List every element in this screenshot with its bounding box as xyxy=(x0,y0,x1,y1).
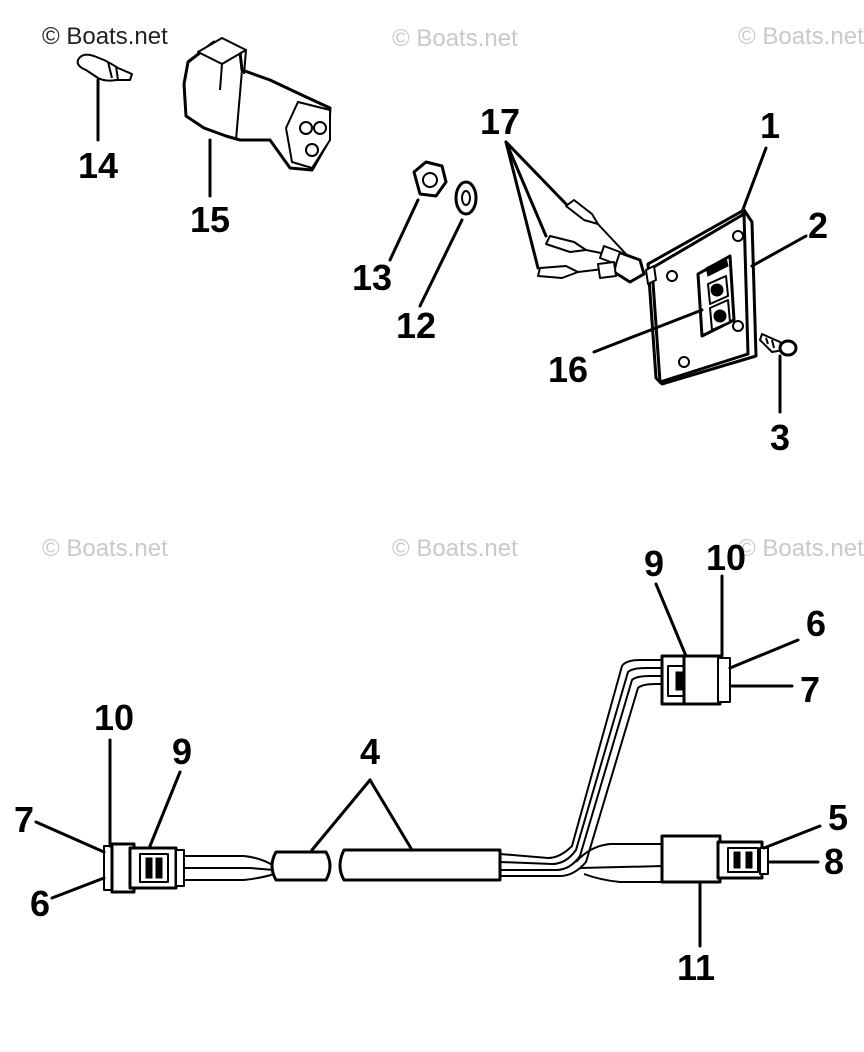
callout-10: 10 xyxy=(94,697,134,738)
callout-15: 15 xyxy=(190,199,230,240)
callout-9: 9 xyxy=(644,543,664,584)
leader-17 xyxy=(504,140,568,206)
part-12-washer xyxy=(454,180,478,216)
leader-9 xyxy=(148,770,182,848)
part-15-connector xyxy=(182,37,332,172)
callout-14: 14 xyxy=(78,145,118,186)
leader-4 xyxy=(368,778,414,852)
callout-7: 7 xyxy=(800,669,820,710)
harness-wires-left xyxy=(184,855,275,881)
part-16-switch xyxy=(696,254,736,338)
watermark: © Boats.net xyxy=(392,25,518,52)
callout-12: 12 xyxy=(396,305,436,346)
leader-7 xyxy=(34,820,106,854)
callout-1: 1 xyxy=(760,105,780,146)
callout-7: 7 xyxy=(14,799,34,840)
leader-12 xyxy=(418,218,464,308)
leader-17 xyxy=(504,140,540,270)
leader-9 xyxy=(654,582,688,658)
leader-1 xyxy=(740,146,768,214)
leader-6 xyxy=(728,638,800,670)
watermark: © Boats.net xyxy=(392,535,518,562)
watermark: © Boats.net xyxy=(738,23,864,50)
part-17-terminals xyxy=(537,199,646,284)
callout-8: 8 xyxy=(824,841,844,882)
part-4-harness-sheath xyxy=(270,659,665,883)
callout-4: 4 xyxy=(360,731,380,772)
leader-13 xyxy=(388,198,420,262)
callout-3: 3 xyxy=(770,417,790,458)
callout-9: 9 xyxy=(172,731,192,772)
leader-2 xyxy=(750,234,808,268)
callout-16: 16 xyxy=(548,349,588,390)
part-3-screw xyxy=(759,333,798,357)
leader-17 xyxy=(504,140,548,238)
callout-11: 11 xyxy=(677,947,715,988)
callout-13: 13 xyxy=(352,257,392,298)
watermark: © Boats.net xyxy=(42,23,168,50)
callout-17: 17 xyxy=(480,101,520,142)
right-bottom-connector xyxy=(660,834,769,884)
leader-16 xyxy=(592,308,704,354)
watermark: © Boats.net xyxy=(738,535,864,562)
callout-10: 10 xyxy=(706,537,746,578)
callout-2: 2 xyxy=(808,205,828,246)
leader-6 xyxy=(50,876,106,900)
leader-5 xyxy=(762,824,822,850)
part-14-bulb xyxy=(76,53,133,82)
leader-4 xyxy=(310,778,372,852)
right-top-harness-connector xyxy=(660,654,731,706)
callout-6: 6 xyxy=(30,883,50,924)
part-13-nut xyxy=(412,160,448,198)
callout-6: 6 xyxy=(806,603,826,644)
callout-5: 5 xyxy=(828,797,848,838)
watermark: © Boats.net xyxy=(42,535,168,562)
left-harness-connector xyxy=(103,842,185,894)
